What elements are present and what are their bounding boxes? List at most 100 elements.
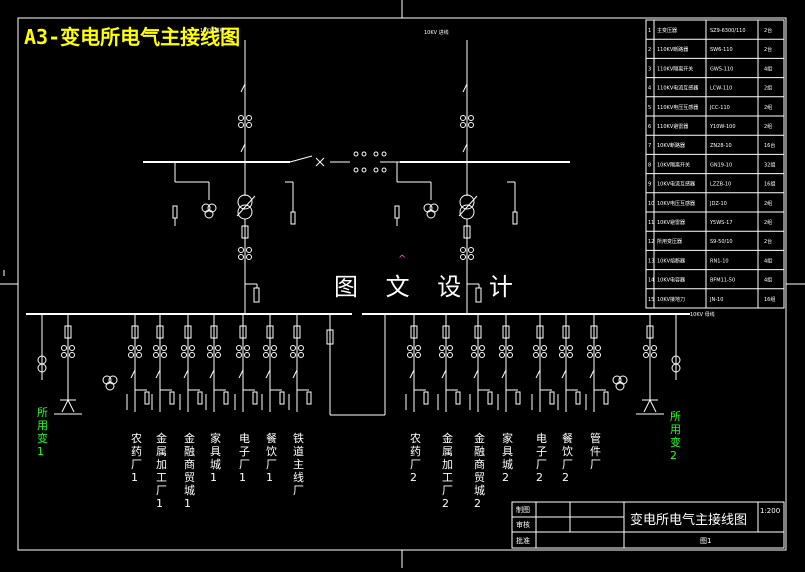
table-cell-no: 11 [648, 220, 654, 226]
feeder-bay-left-4 [205, 314, 229, 412]
incoming-bay-1 [172, 80, 296, 314]
hv-bus [143, 155, 570, 167]
dynamic-symbols [37, 80, 681, 415]
table-cell-no: 15 [648, 297, 654, 303]
table-cell-model: Y10W-100 [709, 124, 736, 130]
drawing-title: A3-变电所电气主接线图 [24, 25, 240, 49]
cursor-marker: ^ [398, 254, 406, 265]
table-cell-no: 8 [648, 162, 651, 168]
bus-tie [326, 314, 386, 416]
title-block [511, 501, 785, 549]
table-cell-name: 主变压器 [657, 27, 677, 34]
table-cell-model: LZZB-10 [710, 182, 731, 188]
table-cell-no: 2 [648, 47, 651, 53]
table-cell-qty: 4组 [764, 277, 772, 284]
feeder-bay-left-2 [151, 314, 175, 412]
table-cell-name: 110KV断路器 [657, 46, 688, 53]
tb-approved-label: 批准 [516, 536, 530, 545]
table-cell-name: 所用变压器 [657, 238, 682, 245]
table-cell-model: SW6-110 [710, 47, 733, 53]
table-cell-model: ZN28-10 [710, 143, 732, 149]
table-cell-model: LCW-110 [710, 86, 732, 92]
table-cell-no: 13 [648, 258, 654, 264]
main-transformer-winding [237, 194, 253, 210]
feeder-bay-right-3 [469, 314, 493, 412]
table-cell-no: 3 [648, 66, 651, 72]
equipment-table-row: 2 110KV断路器 SW6-110 2台 [646, 46, 784, 59]
table-cell-no: 9 [648, 182, 651, 188]
table-cell-model: JCC-110 [709, 105, 730, 111]
equipment-table-row: 3 110KV隔离开关 GW5-110 4组 [646, 65, 784, 79]
table-cell-model: GN19-10 [710, 162, 732, 168]
table-cell-qty: 16台 [764, 142, 775, 149]
bus-label: 10KV 母线 [690, 311, 715, 318]
tb-checked-label: 审核 [516, 520, 530, 529]
table-cell-qty: 32组 [764, 161, 775, 168]
table-cell-no: 4 [648, 86, 651, 92]
table-cell-qty: 2组 [764, 85, 772, 92]
table-cell-model: JDZ-10 [709, 201, 727, 207]
table-cell-model: JN-10 [709, 297, 723, 303]
table-cell-no: 5 [648, 105, 651, 111]
feeder-label-left-7: 铁道主线厂 [293, 432, 304, 497]
table-cell-model: GW5-110 [710, 66, 733, 72]
table-cell-no: 7 [648, 143, 651, 149]
table-cell-qty: 16组 [764, 296, 775, 303]
feeder-bay-left-3 [179, 314, 203, 412]
table-cell-name: 110KV隔离开关 [657, 65, 693, 72]
feeder-bay-left-5 [234, 314, 258, 412]
table-cell-no: 6 [648, 124, 651, 130]
table-cell-model: RN1-10 [710, 258, 729, 264]
table-cell-model: S9-50/10 [710, 239, 733, 245]
feeder-bay-right-6 [557, 314, 581, 412]
table-cell-name: 110KV电流互感器 [657, 85, 698, 92]
table-cell-qty: 2组 [764, 123, 772, 130]
table-cell-qty: 2台 [764, 238, 772, 245]
feeder-bay-right-1 [405, 314, 429, 412]
table-cell-name: 10KV电压互感器 [657, 200, 695, 207]
feeder-bay-right-5 [531, 314, 555, 412]
table-cell-qty: 2组 [764, 219, 772, 226]
table-cell-qty: 2组 [764, 200, 772, 207]
tb-drawing-title: 变电所电气主接线图 [630, 512, 747, 528]
equipment-table-row: 8 10KV隔离开关 GN19-10 32组 [646, 161, 784, 175]
table-cell-no: 14 [648, 278, 654, 284]
incoming-label-right: 10KV 进线 [424, 29, 449, 36]
feeder-bay-left-1 [126, 314, 150, 412]
main-transformer-winding [459, 194, 475, 210]
table-cell-model: SZ9-6300/110 [710, 28, 746, 34]
feeder-bay-right-4 [497, 314, 521, 412]
tb-sheet: 图1 [700, 537, 711, 545]
table-cell-qty: 2台 [764, 46, 772, 53]
station-transformer-bay-2 [612, 314, 681, 415]
incoming-label-left: 10KV 进线 [200, 27, 225, 34]
table-cell-qty: 4组 [764, 65, 772, 72]
table-cell-name: 10KV隔离开关 [657, 161, 690, 168]
table-cell-name: 10KV接地刀 [657, 296, 685, 303]
table-cell-name: 110KV避雷器 [657, 123, 688, 130]
tb-drawn-label: 制图 [516, 505, 530, 514]
